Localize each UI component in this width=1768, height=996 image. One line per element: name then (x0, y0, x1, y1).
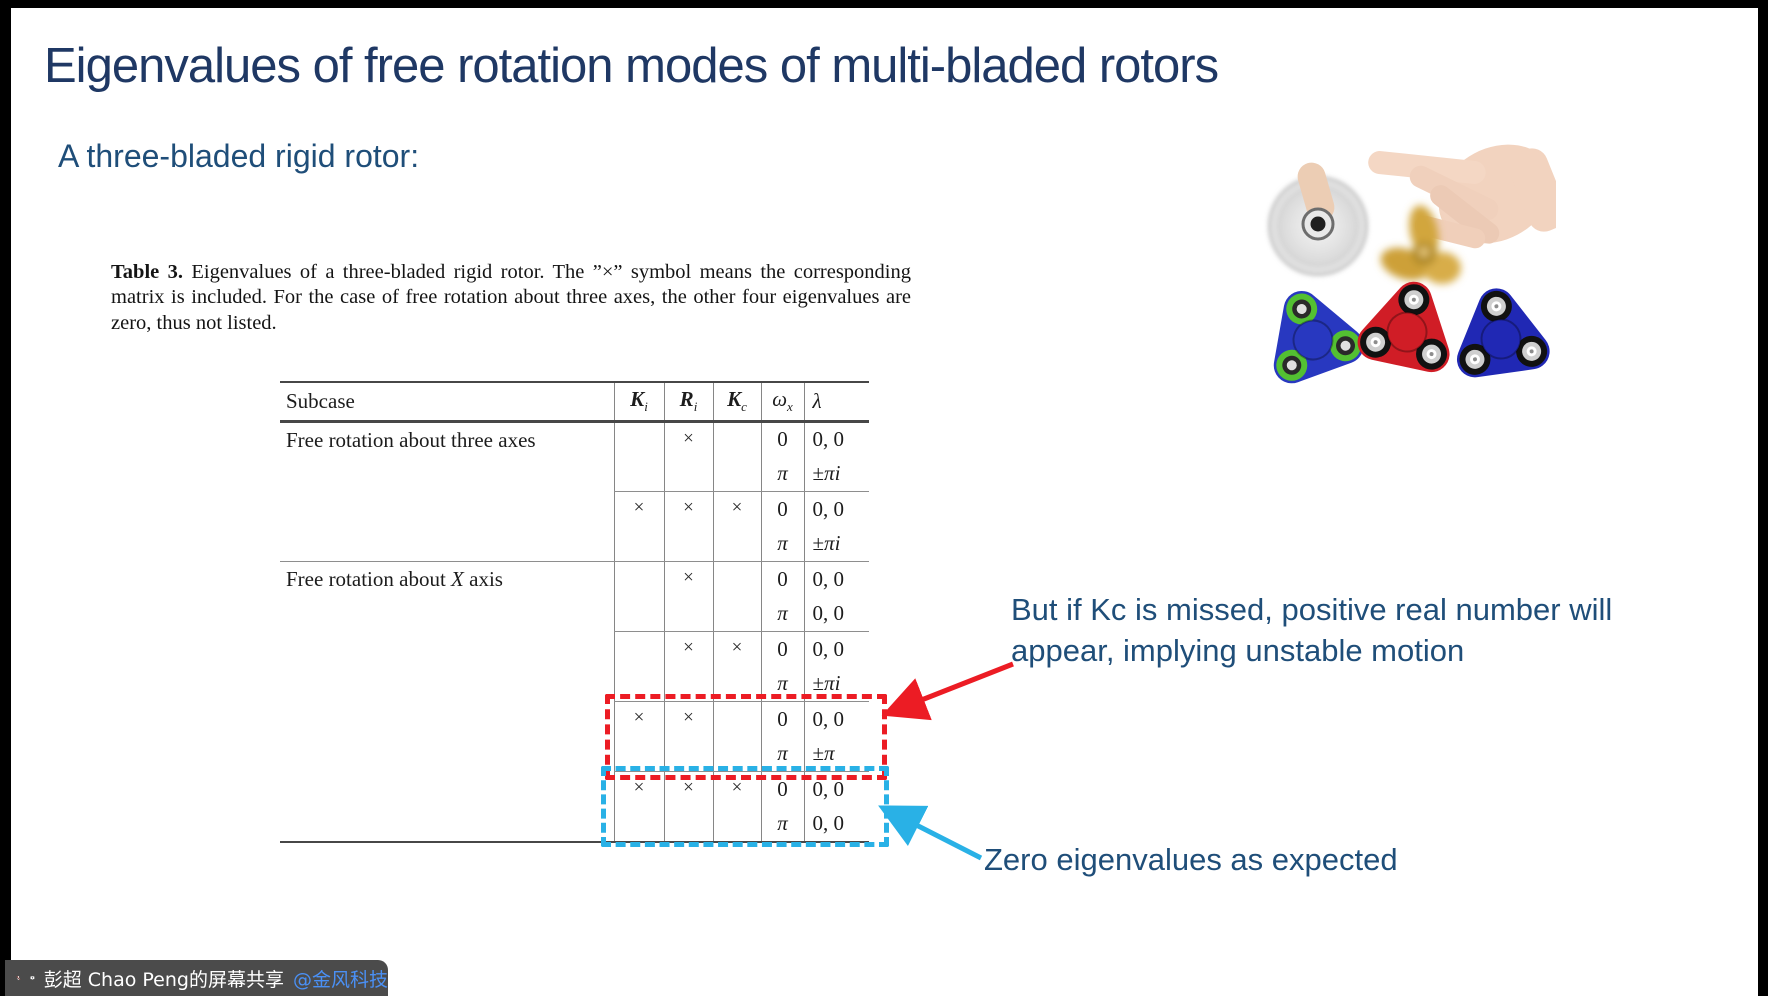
subcase-cell (280, 702, 614, 772)
lambda-cell: 0, 0 (803, 631, 869, 667)
screen-share-icon (30, 976, 35, 980)
subcase-cell (280, 772, 614, 842)
kc-mark-cell: × (712, 491, 761, 562)
microphone-muted-icon (16, 976, 21, 980)
lambda-cell: 0, 0 (803, 491, 869, 527)
lambda-cell: 0, 0 (803, 806, 869, 842)
col-header-subcase: Subcase (280, 382, 614, 423)
ki-mark-cell (613, 631, 664, 702)
annotation-kc-missed-line2: appear, implying unstable motion (1011, 633, 1465, 668)
fidget-spinner-images (1268, 144, 1556, 384)
spinning-fidget-blurred (1268, 162, 1368, 276)
subcase-cell (280, 632, 614, 702)
lambda-cell: ±πi (803, 456, 869, 492)
ki-mark-cell: × (613, 491, 664, 562)
subcase-cell (280, 491, 614, 562)
table-caption: Table 3. Eigenvalues of a three-bladed r… (111, 260, 911, 337)
kc-mark-cell (712, 561, 761, 632)
slide-subtitle: A three-bladed rigid rotor: (58, 138, 420, 174)
omega-cell: π (760, 526, 804, 562)
fidget-spinner-blue-green (1273, 290, 1364, 384)
ri-mark-cell: × (663, 771, 713, 842)
screen-share-bar: 彭超 Chao Peng的屏幕共享 @金风科技 (5, 960, 388, 996)
subcase-cell: Free rotation about X axis (286, 567, 503, 591)
fidget-spinner-red (1357, 281, 1450, 373)
col-header-omega_x: ωx (760, 382, 804, 423)
kc-mark-cell: × (712, 631, 761, 702)
annotation-kc-missed-line1: But if Kc is missed, positive real numbe… (1011, 592, 1613, 627)
lambda-cell: 0, 0 (803, 421, 869, 457)
kc-mark-cell (712, 421, 761, 492)
red-dashed-highlight (605, 694, 887, 780)
col-header-lambda: λ (803, 382, 869, 423)
omega-cell: 0 (760, 491, 804, 527)
col-header-Kc: Kc (712, 382, 761, 423)
annotation-zero-eigenvalues: Zero eigenvalues as expected (984, 842, 1398, 877)
ri-mark-cell: × (663, 631, 713, 702)
lambda-cell: 0, 0 (803, 596, 869, 632)
presentation-slide: Eigenvalues of free rotation modes of mu… (11, 8, 1758, 996)
lambda-cell: 0, 0 (803, 561, 869, 597)
annotation-kc-missed: But if Kc is missed, positive real numbe… (1011, 589, 1612, 671)
ki-mark-cell: × (613, 771, 664, 842)
blue-arrow (878, 805, 983, 861)
ri-mark-cell: × (663, 701, 713, 772)
table-caption-text: Eigenvalues of a three-bladed rigid roto… (111, 260, 911, 334)
ri-mark-cell: × (663, 421, 713, 492)
ki-mark-cell (613, 421, 664, 492)
slide-title: Eigenvalues of free rotation modes of mu… (44, 39, 1219, 93)
share-bar-mention-link[interactable]: @金风科技 (292, 968, 388, 991)
kc-mark-cell: × (712, 771, 761, 842)
ri-mark-cell: × (663, 491, 713, 562)
hand-photo (1368, 144, 1556, 249)
omega-cell: 0 (760, 701, 804, 737)
fidget-spinner-blue (1456, 288, 1550, 378)
omega-cell: π (760, 596, 804, 632)
ki-mark-cell (613, 561, 664, 632)
ri-mark-cell: × (663, 561, 713, 632)
col-header-Ri: Ri (663, 382, 713, 423)
blue-dashed-highlight (601, 766, 889, 847)
lambda-cell: 0, 0 (803, 701, 869, 737)
table-caption-label: Table 3. (111, 260, 183, 283)
col-header-Ki: Ki (613, 382, 664, 423)
omega-cell: π (760, 806, 804, 842)
lambda-cell: ±πi (803, 526, 869, 562)
omega-cell: 0 (760, 421, 804, 457)
red-arrow (881, 661, 1014, 721)
kc-mark-cell (712, 701, 761, 772)
gold-spinner-blurred (1380, 205, 1461, 284)
ki-mark-cell: × (613, 701, 664, 772)
subcase-cell: Free rotation about three axes (286, 428, 536, 452)
share-bar-presenter-text: 彭超 Chao Peng的屏幕共享 (43, 968, 284, 991)
omega-cell: π (760, 456, 804, 492)
omega-cell: 0 (760, 561, 804, 597)
omega-cell: 0 (760, 631, 804, 667)
